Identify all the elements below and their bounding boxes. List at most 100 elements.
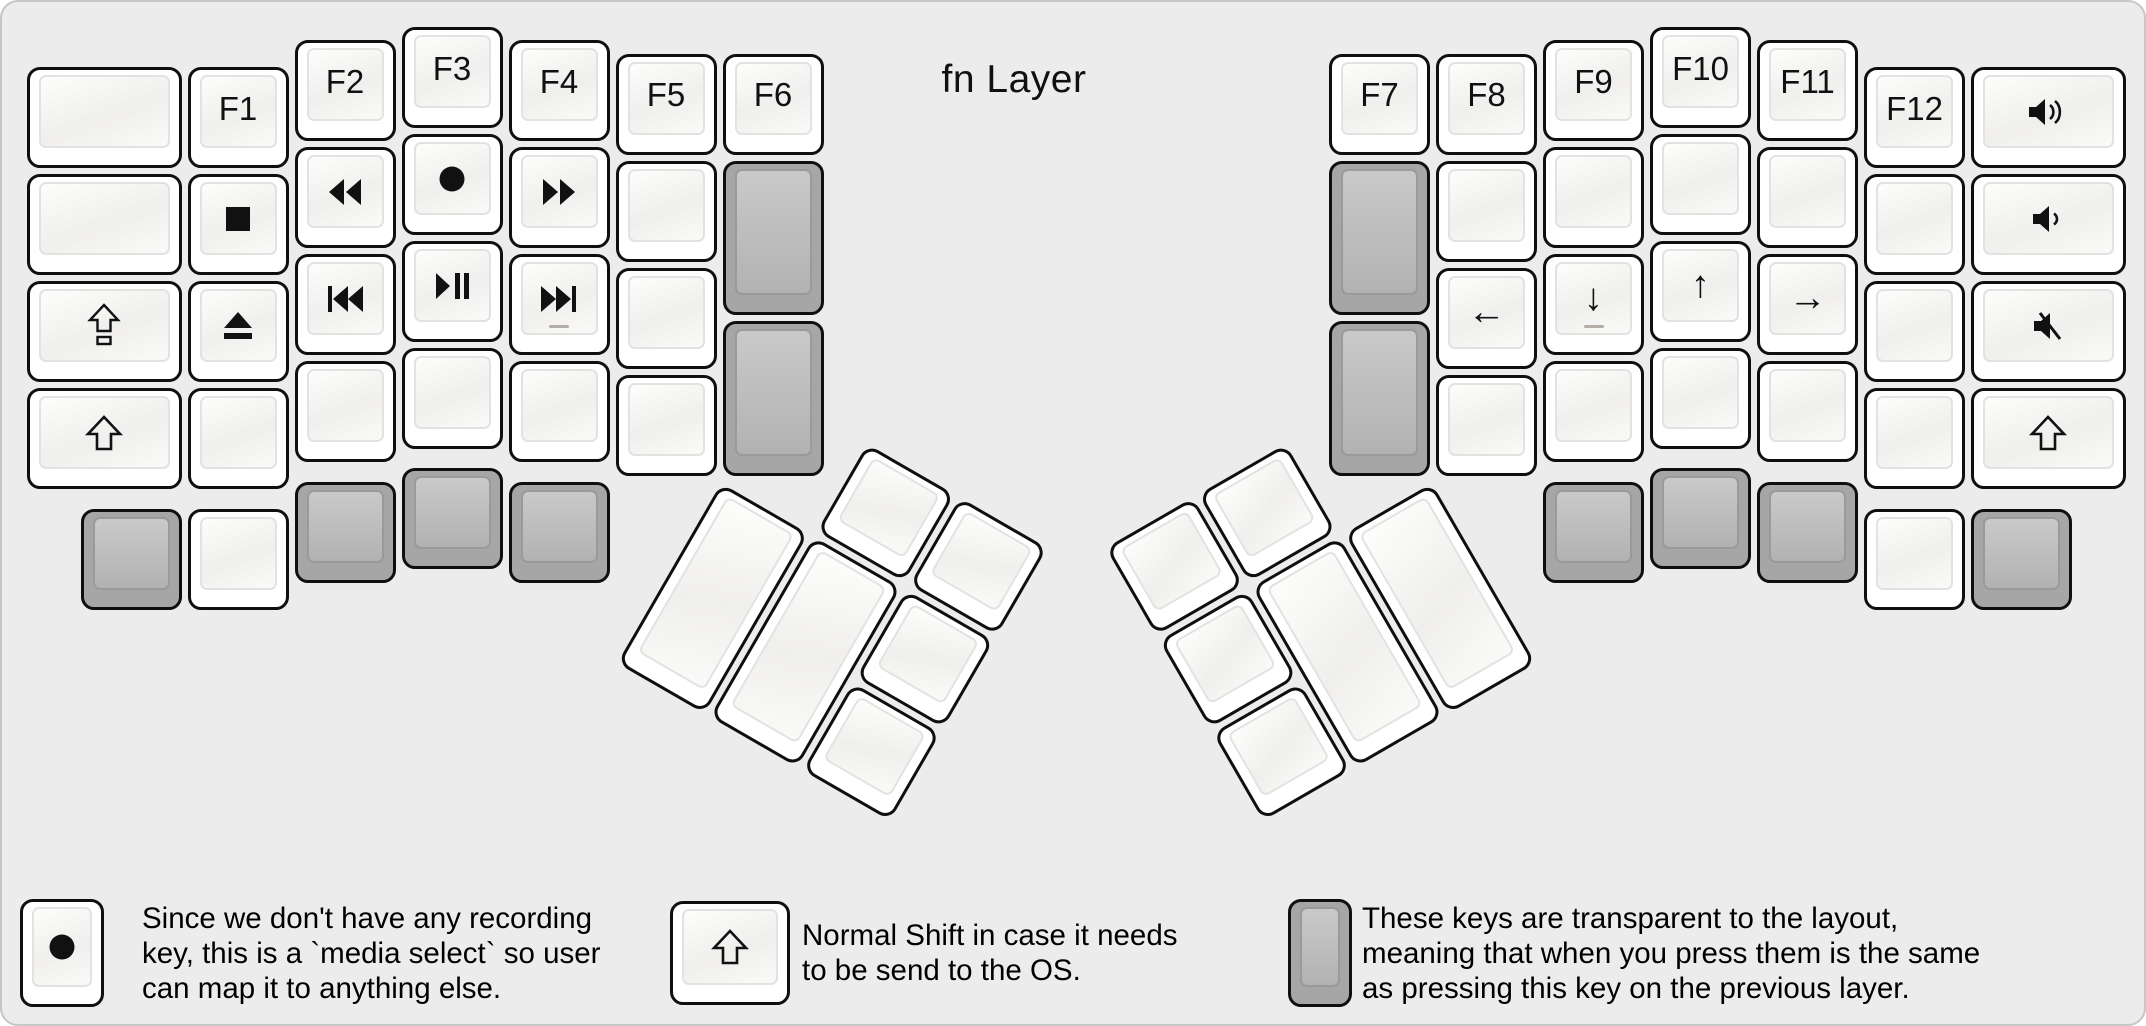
- key-rewind[interactable]: [294, 147, 396, 249]
- key-fast-forward[interactable]: [508, 147, 610, 249]
- layer-title: fn Layer: [941, 58, 1087, 101]
- key-blank[interactable]: [615, 374, 717, 476]
- key-blank[interactable]: [27, 174, 182, 276]
- key-record[interactable]: [401, 134, 503, 235]
- key-caps-shift[interactable]: [27, 281, 182, 383]
- key-arrow-up[interactable]: ↑: [1650, 241, 1751, 342]
- legend-text-line: key, this is a `media select` so user: [142, 936, 601, 970]
- key-f9[interactable]: F9: [1543, 40, 1644, 142]
- keycap: [1983, 182, 2114, 256]
- key-blank[interactable]: [508, 361, 610, 463]
- keycap: F6: [734, 61, 812, 135]
- key-blank[interactable]: [1757, 147, 1858, 249]
- key-f12[interactable]: F12: [1864, 67, 1965, 169]
- key-legend-text: F6: [753, 76, 793, 114]
- key-blank[interactable]: [187, 388, 289, 490]
- key-play-pause[interactable]: [401, 241, 503, 342]
- key-blank[interactable]: [1650, 348, 1751, 449]
- keycap: [1448, 168, 1525, 242]
- keycap: [1226, 695, 1331, 798]
- key-transparent[interactable]: [1757, 481, 1858, 583]
- key-shift[interactable]: [27, 388, 182, 490]
- key-blank[interactable]: [615, 267, 717, 369]
- keycap: [306, 489, 384, 563]
- key-blank[interactable]: [1543, 147, 1644, 249]
- key-blank[interactable]: [1864, 508, 1965, 610]
- key-transparent[interactable]: [722, 160, 824, 316]
- key-volume-down[interactable]: [1971, 174, 2126, 276]
- key-blank[interactable]: [1436, 374, 1537, 476]
- key-legend-text: F12: [1886, 89, 1943, 127]
- key-transparent[interactable]: [1543, 481, 1644, 583]
- shift-icon: [85, 414, 124, 451]
- key-eject[interactable]: [187, 281, 289, 383]
- key-f1[interactable]: F1: [187, 67, 289, 169]
- keycap: [199, 182, 277, 256]
- stop-icon: [225, 206, 251, 232]
- key-legend-text: F7: [1360, 76, 1399, 114]
- key-mute[interactable]: [1971, 281, 2126, 383]
- key-transparent[interactable]: [722, 321, 824, 476]
- key-transparent[interactable]: [294, 481, 396, 583]
- key-f11[interactable]: F11: [1757, 40, 1858, 142]
- keycap: [1769, 155, 1846, 229]
- key-legend-text: ↓: [1584, 277, 1603, 320]
- keycap: [1555, 369, 1632, 443]
- legend-text-line: can map it to anything else.: [142, 971, 502, 1005]
- key-transparent[interactable]: [1650, 468, 1751, 570]
- key-blank[interactable]: [27, 67, 182, 169]
- key-transparent[interactable]: [1329, 160, 1430, 316]
- key-blank[interactable]: [1757, 361, 1858, 463]
- key-blank[interactable]: [1864, 388, 1965, 490]
- keycap: [875, 602, 980, 705]
- keycap: [1662, 356, 1739, 429]
- key-prev-track[interactable]: [294, 254, 396, 356]
- key-transparent-example: [1288, 899, 1352, 1007]
- key-f4[interactable]: F4: [508, 40, 610, 142]
- key-f7[interactable]: F7: [1329, 53, 1430, 155]
- key-transparent[interactable]: [1971, 508, 2072, 610]
- key-transparent[interactable]: [401, 468, 503, 570]
- key-f8[interactable]: F8: [1436, 53, 1537, 155]
- key-shift[interactable]: [1971, 388, 2126, 490]
- key-f6[interactable]: F6: [722, 53, 824, 155]
- key-next-track[interactable]: [508, 254, 610, 356]
- key-blank[interactable]: [1864, 281, 1965, 383]
- key-f5[interactable]: F5: [615, 53, 717, 155]
- key-f2[interactable]: F2: [294, 40, 396, 142]
- keycap: [1876, 396, 1953, 470]
- keycap: [1212, 456, 1316, 559]
- key-arrow-right[interactable]: →: [1757, 254, 1858, 356]
- key-arrow-down[interactable]: ↓: [1543, 254, 1644, 356]
- key-arrow-left[interactable]: ←: [1436, 267, 1537, 369]
- key-blank[interactable]: [294, 361, 396, 463]
- key-transparent[interactable]: [1329, 321, 1430, 476]
- key-f3[interactable]: F3: [401, 27, 503, 128]
- legend-text-line: as pressing this key on the previous lay…: [1362, 971, 1910, 1005]
- keycap: [1119, 510, 1224, 612]
- keycap: F12: [1876, 75, 1953, 149]
- keycap: [306, 262, 384, 336]
- key-blank[interactable]: [1650, 134, 1751, 235]
- next-track-icon: [540, 285, 578, 313]
- keycap: F9: [1555, 48, 1632, 122]
- key-shift-example: [670, 901, 790, 1005]
- key-blank[interactable]: [1436, 160, 1537, 262]
- keycap: [822, 695, 926, 798]
- key-transparent[interactable]: [508, 481, 610, 583]
- keycap: ↑: [1662, 249, 1739, 322]
- key-transparent[interactable]: [80, 508, 182, 610]
- keycap: [682, 909, 778, 985]
- key-blank[interactable]: [1864, 174, 1965, 276]
- key-blank[interactable]: [615, 160, 717, 262]
- key-stop[interactable]: [187, 174, 289, 276]
- play-pause-icon: [434, 272, 470, 300]
- keycap: [92, 516, 170, 590]
- keycap: F2: [306, 48, 384, 122]
- key-f10[interactable]: F10: [1650, 27, 1751, 128]
- keycap: [199, 516, 277, 590]
- key-volume-up[interactable]: [1971, 67, 2126, 169]
- key-blank[interactable]: [1543, 361, 1644, 463]
- key-blank[interactable]: [401, 348, 503, 449]
- key-blank[interactable]: [187, 508, 289, 610]
